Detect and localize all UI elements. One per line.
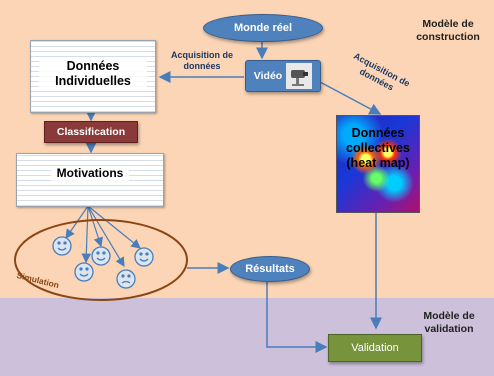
resultats-node: Résultats: [230, 256, 310, 282]
arrow-video-collectives: [319, 81, 382, 115]
classification-node: Classification: [44, 121, 138, 143]
arrow-resultats-validation: [266, 281, 328, 353]
heat-map-image: Données collectives (heat map): [336, 115, 420, 213]
validation-zone-label: Modèle de validation: [423, 310, 475, 335]
smiley-icon: [91, 246, 111, 266]
video-label: Vidéo: [253, 70, 283, 82]
donnees-individuelles-title: Données Individuelles: [39, 59, 147, 89]
monde-reel-node: Monde réel: [203, 14, 323, 42]
smiley-icon: [74, 262, 94, 282]
donnees-collectives-title: Données collectives (heat map): [346, 126, 410, 170]
acquisition-label-left: Acquisition de données: [170, 50, 233, 71]
simulation-ellipse: [14, 219, 188, 301]
smiley-icon: [116, 269, 136, 289]
donnees-individuelles-doc: Données Individuelles: [30, 40, 156, 113]
camera-icon: [286, 63, 313, 89]
video-node: Vidéo: [245, 60, 321, 92]
validation-node: Validation: [328, 334, 422, 362]
smiley-icon: [134, 247, 154, 267]
smiley-icon: [52, 236, 72, 256]
motivations-doc: Motivations: [16, 153, 164, 207]
motivations-title: Motivations: [51, 166, 129, 181]
construction-zone-label: Modèle de construction: [416, 18, 480, 43]
agent-icons: [52, 236, 154, 289]
